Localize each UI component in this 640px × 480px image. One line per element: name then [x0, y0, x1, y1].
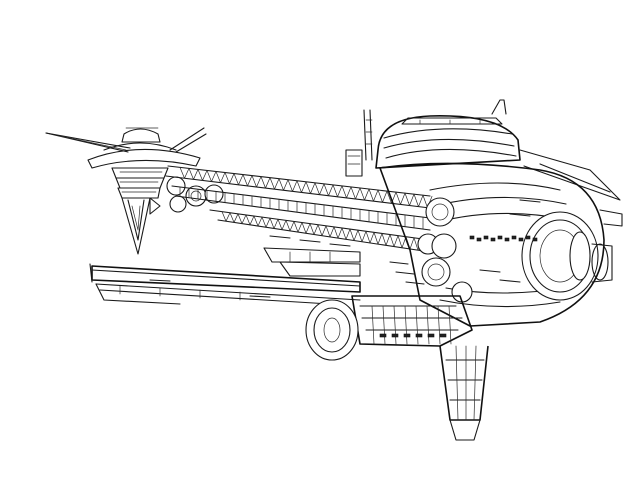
lower-cannon	[89, 263, 361, 305]
forward-tower	[45, 127, 224, 255]
truss-lattice	[179, 167, 433, 230]
lower-keel	[263, 247, 489, 441]
main-truss-boom	[165, 165, 433, 253]
keel-panel-grid	[371, 305, 452, 345]
hull-window-strip	[469, 235, 538, 242]
surface-detail-marks	[149, 199, 541, 298]
main-hull	[345, 99, 623, 327]
